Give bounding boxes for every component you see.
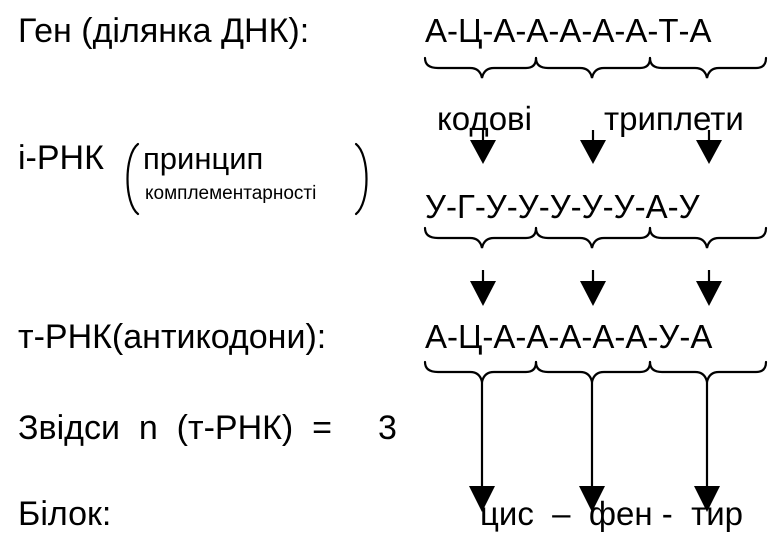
principle-line-1: принцип [143, 141, 264, 176]
trna-label: т-РНК(антикодони): [18, 318, 327, 356]
right-paren [354, 142, 368, 216]
count-value: 3 [378, 409, 397, 447]
arrow-down-icon [694, 486, 720, 512]
trna-brace-2 [534, 360, 652, 383]
gene-brace-2 [534, 56, 652, 79]
trna-sequence: А-Ц-А-А-А-А-А-У-А [425, 318, 713, 355]
left-paren [126, 142, 140, 216]
gene-brace-3 [648, 56, 768, 79]
arrow-down-icon [469, 486, 495, 512]
irna-brace-1 [423, 226, 538, 249]
arrow-down-icon [580, 281, 606, 306]
trna-brace-1 [423, 360, 538, 383]
gene-sequence: А-Ц-А-А-А-А-А-Т-А [425, 12, 712, 49]
irna-label: і-РНК [18, 139, 104, 177]
gene-label: Ген (ділянка ДНК): [18, 12, 310, 50]
arrow-down-icon [696, 140, 722, 164]
protein-sequence: цис – фен - тир [480, 495, 743, 532]
arrow-down-icon [470, 140, 496, 164]
trna-brace-3 [648, 360, 768, 383]
arrow-down-icon [470, 281, 496, 306]
codon-label-left: кодові [437, 100, 532, 137]
count-label: Звідси n (т-РНК) = [18, 409, 333, 447]
irna-brace-3 [648, 226, 768, 249]
protein-label: Білок: [18, 495, 112, 533]
arrow-down-icon [696, 281, 722, 306]
irna-brace-2 [534, 226, 652, 249]
arrow-down-icon [579, 486, 605, 512]
codon-label-right: триплети [604, 100, 744, 137]
irna-sequence: У-Г-У-У-У-У-У-А-У [425, 188, 700, 225]
arrow-down-icon [580, 140, 606, 164]
principle-line-2: комплементарності [145, 183, 317, 204]
gene-brace-1 [423, 56, 538, 79]
